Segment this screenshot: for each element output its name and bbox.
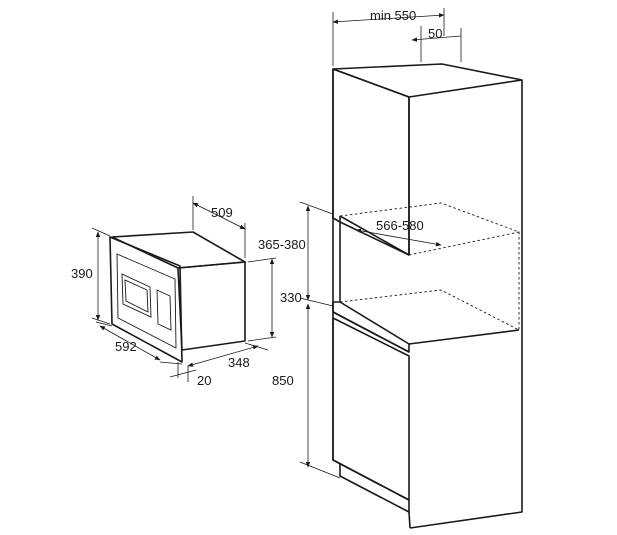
- ext-592-a: [95, 321, 113, 327]
- plinth-corner: [408, 511, 411, 529]
- cabinet-dimensions: [299, 8, 462, 479]
- niche-back-lower: [339, 289, 520, 331]
- ext-330-b: [247, 336, 277, 342]
- dim-20: [169, 369, 197, 378]
- cabinet-left-edge: [332, 69, 410, 501]
- niche-depth-line: [408, 231, 520, 256]
- label-509: 509: [211, 205, 233, 220]
- ext-365-b: [299, 297, 334, 307]
- cabinet-right-side: [409, 80, 523, 529]
- dim-50: [411, 35, 462, 42]
- label-592: 592: [115, 339, 137, 354]
- microwave-control-strip: [156, 289, 172, 331]
- label-50: 50: [428, 26, 442, 41]
- cabinet-plinth: [339, 463, 410, 513]
- label-365-380: 365-380: [258, 237, 306, 252]
- label-min-550: min 550: [370, 8, 416, 23]
- label-330: 330: [280, 290, 302, 305]
- lower-door-top: [332, 311, 410, 353]
- microwave-unit: [109, 231, 246, 363]
- microwave-top-face: [111, 231, 246, 269]
- microwave-side-face: [177, 261, 246, 351]
- label-348: 348: [228, 355, 250, 370]
- dim-min-550: [332, 13, 445, 24]
- dim-566-580: [355, 228, 442, 247]
- shelf-back-edge: [408, 329, 520, 345]
- microwave-front-panel: [116, 253, 177, 349]
- dim-348: [187, 345, 259, 367]
- ext-390-b: [91, 317, 111, 325]
- microwave-window-inner: [124, 279, 149, 313]
- ext-850-b: [299, 461, 341, 479]
- niche-back-upper: [339, 202, 520, 330]
- microwave-dimensions: [91, 196, 277, 382]
- niche-floor-shelf: [332, 301, 410, 353]
- label-850: 850: [272, 373, 294, 388]
- ext-365-a: [299, 201, 334, 215]
- cabinet-top-face: [332, 63, 523, 98]
- ext-390-a: [91, 227, 111, 237]
- label-20: 20: [197, 373, 211, 388]
- microwave-front-frame: [109, 236, 183, 363]
- dim-509: [192, 202, 246, 230]
- dim-592: [99, 325, 161, 361]
- ext-592-b: [159, 361, 183, 365]
- tall-cabinet: [332, 63, 523, 529]
- microwave-window: [121, 273, 152, 318]
- label-390: 390: [71, 266, 93, 281]
- label-566-580: 566-580: [376, 218, 424, 233]
